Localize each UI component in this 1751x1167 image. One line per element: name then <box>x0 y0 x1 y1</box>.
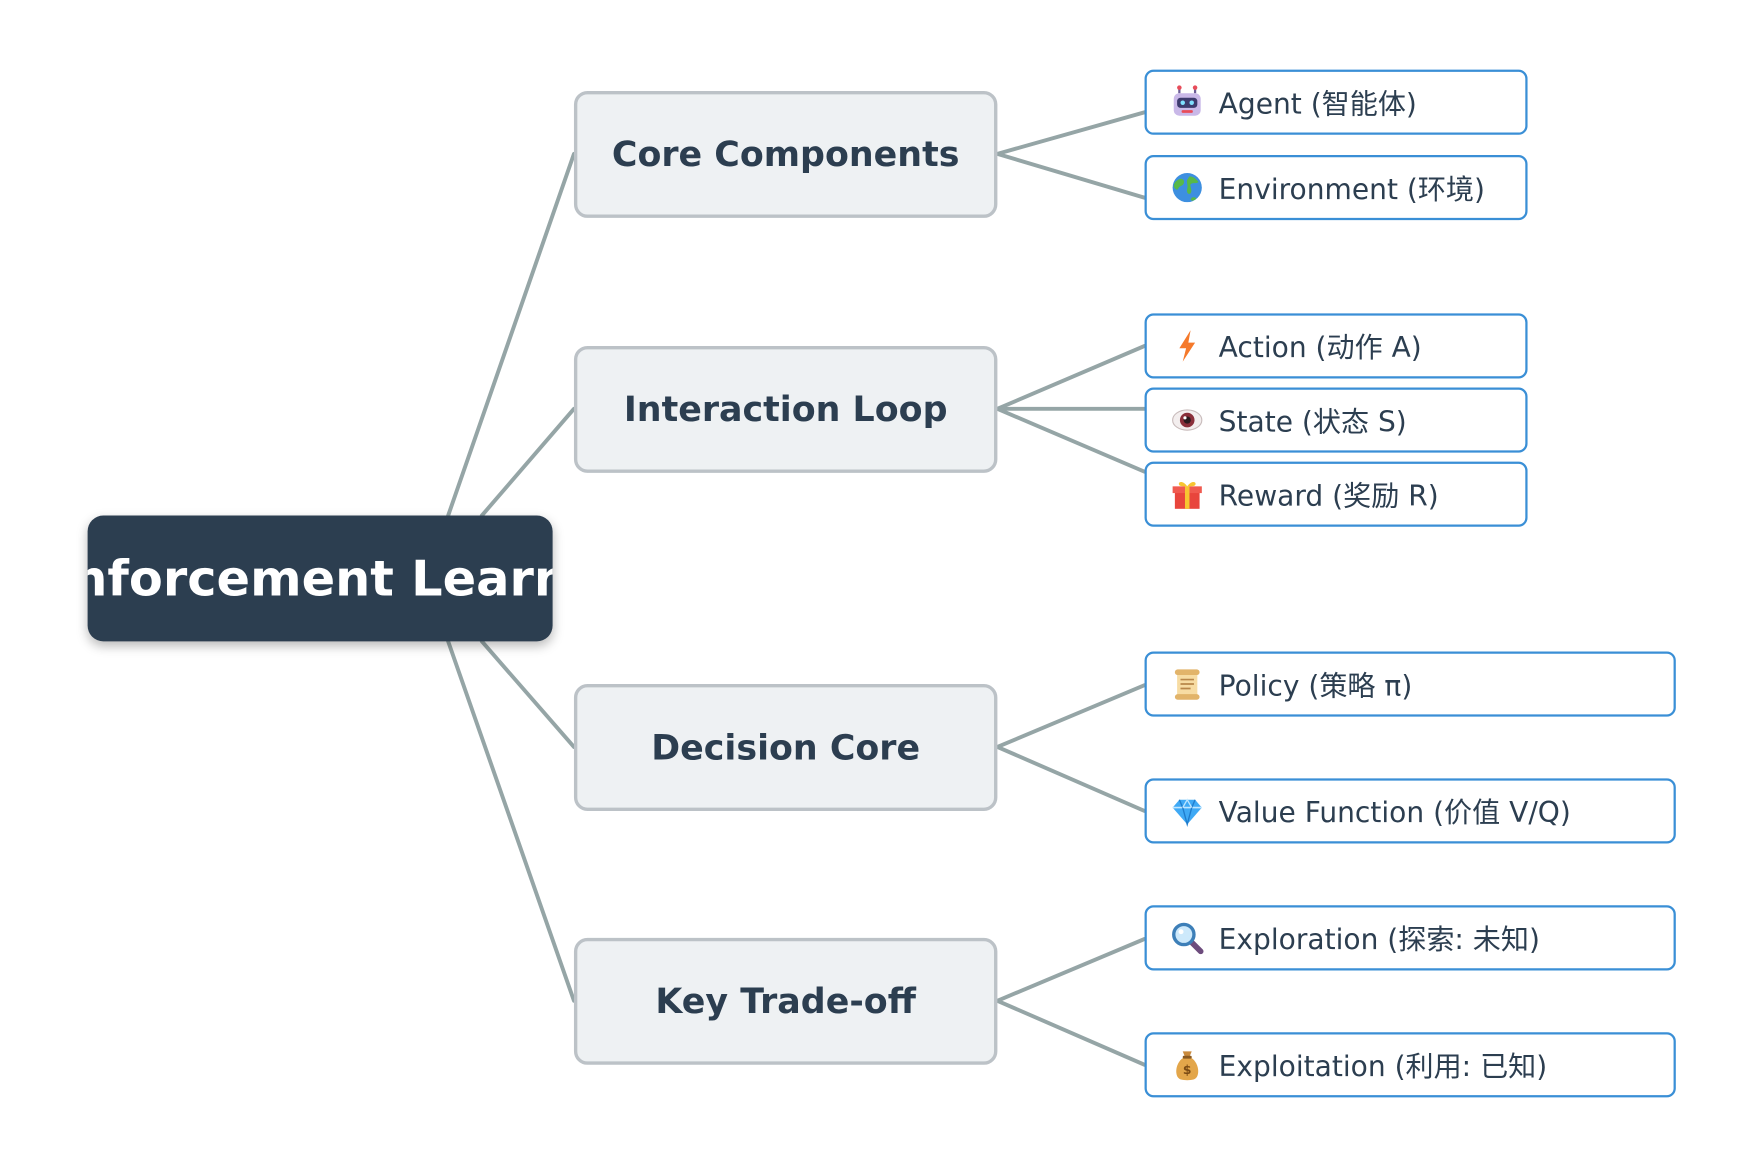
category-interaction-loop[interactable]: Interaction Loop <box>573 345 998 473</box>
connector-tradeoff-exploitation <box>995 998 1147 1067</box>
connector-loop-action <box>995 343 1147 411</box>
connector-root-decision-core <box>479 639 576 749</box>
root-node[interactable]: Reinforcement Learning <box>87 515 553 642</box>
leaf-label: Value Function (价值 V/Q) <box>1218 796 1571 829</box>
connector-core-agent <box>995 110 1147 156</box>
category-label: Core Components <box>611 134 960 175</box>
robot-icon <box>1173 85 1201 116</box>
category-decision-core[interactable]: Decision Core <box>573 684 998 811</box>
leaf-exploitation[interactable]: $ Exploitation (利用: 已知) <box>1144 1032 1676 1098</box>
category-key-trade-off[interactable]: Key Trade-off <box>573 937 998 1065</box>
leaf-policy[interactable]: Policy (策略 π) <box>1144 651 1676 717</box>
leaf-state[interactable]: State (状态 S) <box>1144 387 1528 453</box>
magnifier-icon <box>1172 922 1204 955</box>
leaf-action[interactable]: Action (动作 A) <box>1144 313 1528 379</box>
leaf-label: State (状态 S) <box>1218 405 1407 439</box>
leaf-label: Policy (策略 π) <box>1218 669 1413 703</box>
leaf-reward[interactable]: Reward (奖励 R) <box>1144 461 1528 527</box>
connector-root-interaction-loop <box>479 406 576 518</box>
leaf-value-function[interactable]: Value Function (价值 V/Q) <box>1144 778 1676 844</box>
leaf-exploration[interactable]: Exploration (探索: 未知) <box>1144 905 1676 971</box>
connector-tradeoff-exploration <box>995 937 1147 1003</box>
category-label: Decision Core <box>651 727 921 768</box>
category-label: Key Trade-off <box>655 981 916 1022</box>
gift-icon <box>1172 481 1202 509</box>
svg-text:$: $ <box>1183 1063 1192 1077</box>
leaf-environment[interactable]: Environment (环境) <box>1144 155 1528 221</box>
eye-icon <box>1172 409 1203 431</box>
category-label: Interaction Loop <box>623 389 948 430</box>
gem-icon <box>1172 798 1202 828</box>
money-bag-icon: $ <box>1176 1051 1199 1081</box>
connector-decision-value <box>995 744 1147 813</box>
leaf-label: Exploration (探索: 未知) <box>1218 923 1540 956</box>
leaf-label: Reward (奖励 R) <box>1218 479 1439 513</box>
leaf-label: Agent (智能体) <box>1218 87 1417 121</box>
leaf-label: Exploitation (利用: 已知) <box>1218 1050 1548 1083</box>
connector-loop-reward <box>995 406 1147 474</box>
leaf-label: Action (动作 A) <box>1218 331 1422 364</box>
connector-decision-policy <box>995 683 1147 749</box>
connector-root-key-trade-off <box>446 639 576 1003</box>
root-label: Reinforcement Learning <box>88 549 553 608</box>
connector-core-environment <box>995 151 1147 200</box>
leaf-label: Environment (环境) <box>1218 172 1485 206</box>
category-core-components[interactable]: Core Components <box>573 90 998 218</box>
connector-root-core-components <box>446 151 576 518</box>
leaf-agent[interactable]: Agent (智能体) <box>1144 69 1528 135</box>
scroll-icon <box>1174 669 1200 700</box>
lightning-icon <box>1179 330 1196 362</box>
globe-icon <box>1172 172 1202 203</box>
